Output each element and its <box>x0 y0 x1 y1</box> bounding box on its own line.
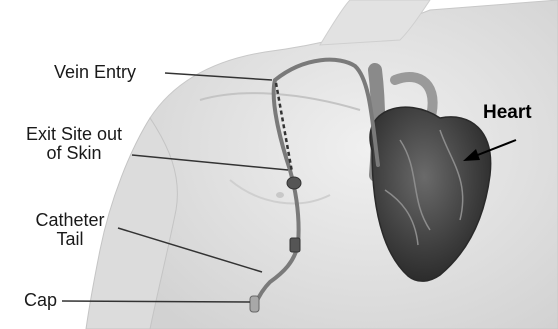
torso-silhouette <box>140 0 558 329</box>
exit-site-cuff <box>287 177 301 189</box>
catheter-tail-label-line2: Tail <box>24 230 116 249</box>
cap-leader <box>62 301 250 302</box>
nipple <box>276 192 284 198</box>
catheter-cap <box>250 296 259 312</box>
cap-label: Cap <box>24 291 57 310</box>
exit-site-label: Exit Site out of Skin <box>14 125 134 163</box>
heart-label: Heart <box>483 103 532 122</box>
exit-site-label-line1: Exit Site out <box>14 125 134 144</box>
exit-site-label-line2: of Skin <box>14 144 134 163</box>
catheter-tail-label: Catheter Tail <box>24 211 116 249</box>
catheter-clamp <box>290 238 300 252</box>
vein-entry-label: Vein Entry <box>54 63 136 82</box>
catheter-tail-label-line1: Catheter <box>24 211 116 230</box>
